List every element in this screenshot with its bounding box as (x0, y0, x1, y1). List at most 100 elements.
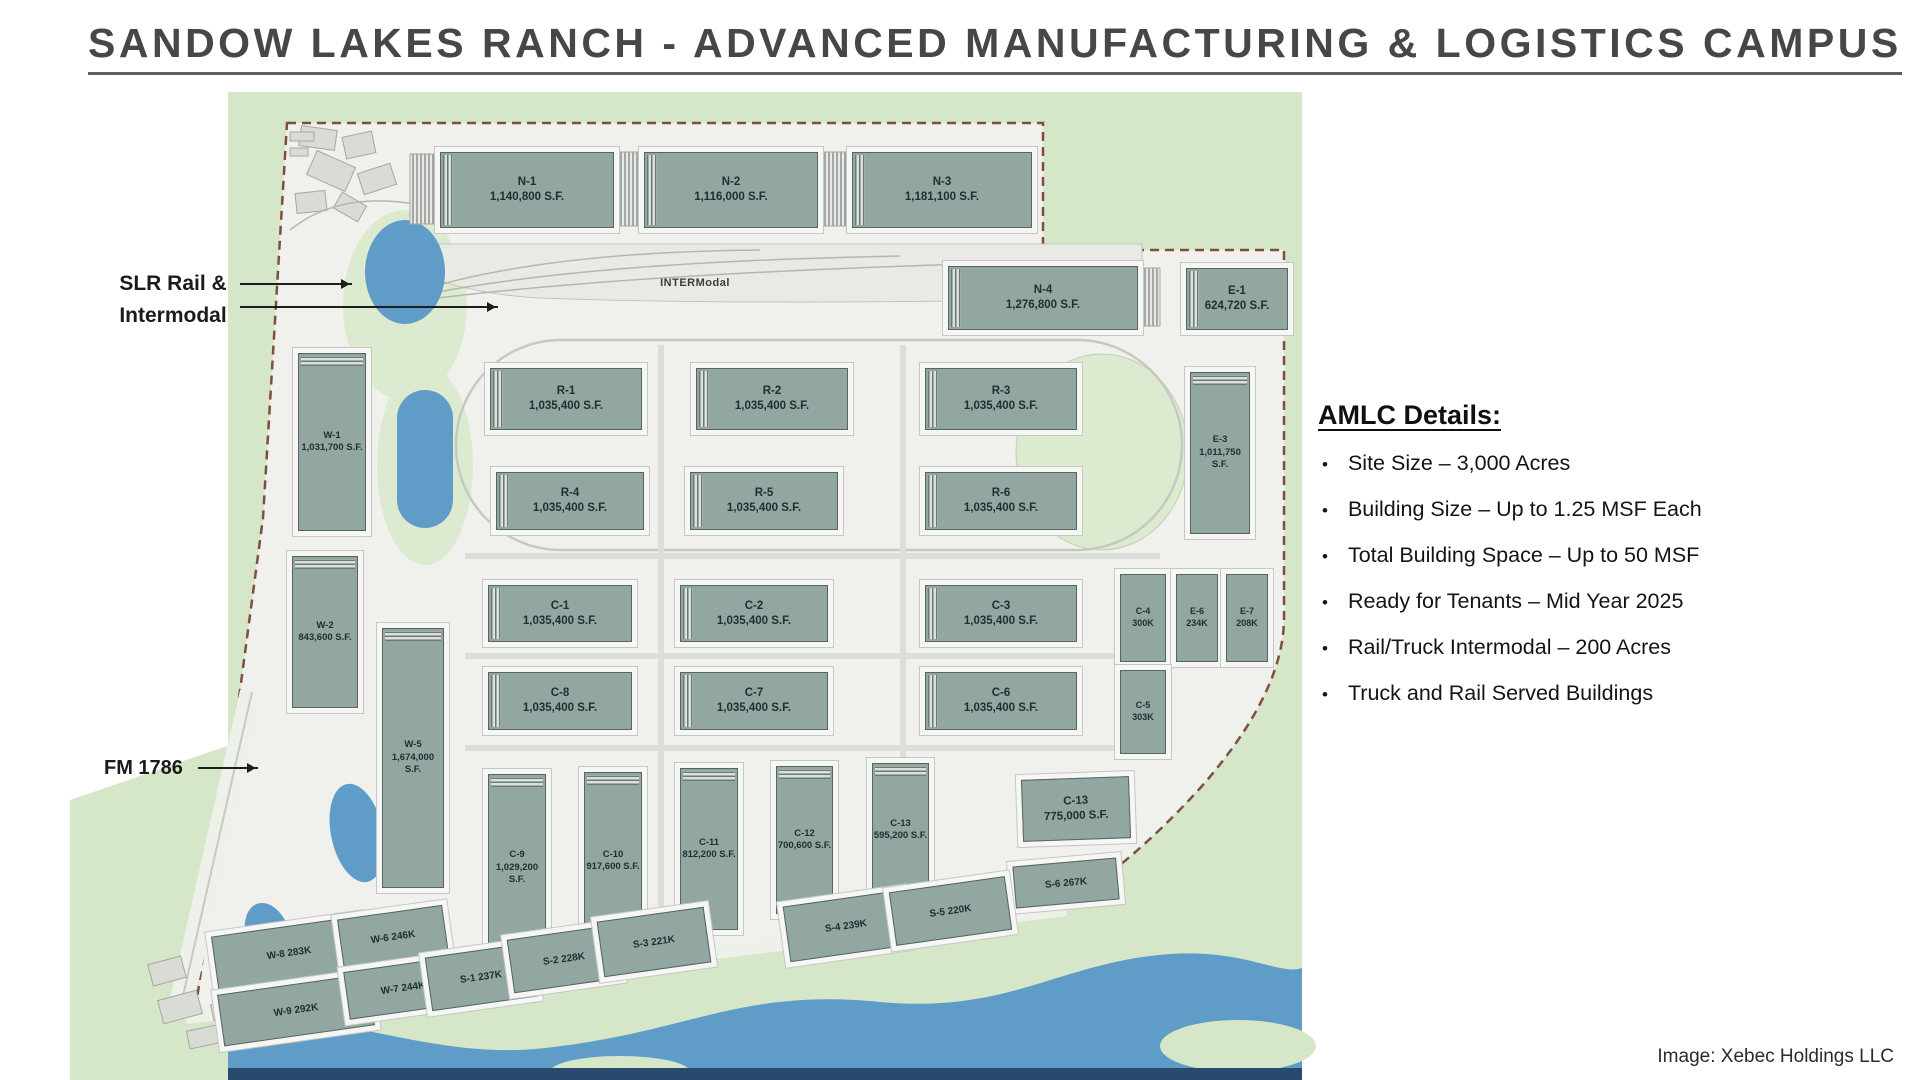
building-id: C-13 (890, 817, 911, 829)
building-sf: 1,035,400 S.F. (522, 702, 598, 714)
bullet-icon: • (1322, 685, 1328, 704)
building-id: C-13 (1063, 794, 1089, 808)
building-id: C-10 (602, 848, 624, 860)
building-id: C-1 (550, 599, 570, 612)
amlc-details-heading: AMLC Details: (1318, 400, 1502, 430)
building-id: C-4 (1135, 606, 1151, 617)
building-sf: 234K (1186, 618, 1208, 628)
rail-dock-slivers (409, 151, 1161, 327)
detail-bullet: •Ready for Tenants – Mid Year 2025 (1322, 589, 1798, 614)
building-r-3: R-3 1,035,400 S.F. (925, 368, 1077, 430)
building-sf: 1,116,000 S.F. (694, 191, 768, 203)
slr-rail-arrow-icon (240, 278, 352, 289)
building-sf: 300K (1132, 618, 1154, 628)
building-id: R-6 (991, 487, 1011, 500)
building-sf: 775,000 S.F. (1043, 808, 1109, 824)
image-credit: Image: Xebec Holdings LLC (1657, 1046, 1894, 1067)
building-id: R-3 (991, 385, 1011, 398)
building-sf: 303K (1132, 712, 1154, 722)
rail-curve (414, 249, 761, 293)
building-label: S-2 228K (542, 950, 586, 968)
building-id: E-1 (1228, 285, 1246, 298)
building-s-6: S-6 267K (1012, 857, 1120, 909)
building-sf: 1,031,700 S.F. (301, 442, 363, 453)
building-c-8: C-8 1,035,400 S.F. (488, 672, 632, 730)
building-id: E-3 (1212, 434, 1228, 446)
building-sf: 1,011,750 S.F. (1199, 446, 1241, 471)
northwest-structures (289, 125, 421, 231)
building-id: E-7 (1239, 606, 1254, 617)
detail-bullet: •Rail/Truck Intermodal – 200 Acres (1322, 635, 1798, 660)
bullet-icon: • (1322, 639, 1328, 658)
slr-rail-label-line2: Intermodal (119, 303, 227, 327)
building-sf: 917,600 S.F. (586, 861, 640, 872)
building-sf: 1,035,400 S.F. (734, 400, 810, 412)
slr-rail-label: SLR Rail & Intermodal (98, 268, 248, 331)
detail-bullet: • Truck and Rail Served Buildings (1322, 681, 1798, 706)
building-id: R-1 (556, 385, 576, 398)
bullet-text: Truck and Rail Served Buildings (1347, 681, 1654, 705)
bullet-text: Total Building Space – Up to 50 MSF (1347, 543, 1700, 567)
building-id: C-5 (1135, 700, 1151, 711)
building-sf: 1,035,400 S.F. (963, 400, 1039, 412)
detail-bullet: •Site Size – 3,000 Acres (1322, 451, 1798, 476)
building-id: C-8 (550, 687, 570, 700)
slr-intermodal-arrow-icon (240, 301, 498, 312)
page-title: SANDOW LAKES RANCH - ADVANCED MANUFACTUR… (88, 20, 1902, 75)
building-sf: 1,035,400 S.F. (716, 702, 792, 714)
building-id: E-6 (1189, 606, 1204, 617)
building-id: R-5 (754, 487, 774, 500)
rail-curve (417, 255, 901, 297)
building-sf: 1,140,800 S.F. (489, 191, 565, 203)
bullet-text: Site Size – 3,000 Acres (1347, 451, 1571, 475)
building-r-1: R-1 1,035,400 S.F. (490, 368, 642, 430)
building-label: S-4 239K (824, 917, 868, 935)
pond (365, 220, 445, 324)
loop-road (454, 338, 1184, 552)
bullet-icon: • (1322, 501, 1328, 520)
detail-bullet: •Total Building Space – Up to 50 MSF (1322, 543, 1798, 568)
building-id: N-3 (932, 176, 952, 189)
building-sf: 1,035,400 S.F. (522, 614, 598, 627)
building-id: C-6 (991, 687, 1011, 700)
detail-bullet: •Building Size – Up to 1.25 MSF Each (1322, 497, 1798, 522)
building-label: W-9 292K (273, 1001, 319, 1019)
pond (397, 390, 453, 528)
fm-1786-arrow-icon (198, 762, 258, 773)
building-n-1: N-1 1,140,800 S.F. (440, 152, 614, 228)
building-sf: 812,200 S.F. (682, 849, 736, 860)
river (228, 953, 1302, 1080)
building-sf: 843,600 S.F. (298, 632, 352, 643)
building-sf: 1,035,400 S.F. (528, 400, 604, 412)
building-sf: 1,035,400 S.F. (963, 702, 1039, 714)
building-id: C-3 (991, 599, 1011, 612)
amlc-details-list: •Site Size – 3,000 Acres•Building Size –… (1318, 451, 1798, 706)
slr-rail-label-line1: SLR Rail & (119, 272, 227, 295)
building-id: N-1 (517, 176, 537, 189)
fm-1786-road-line (177, 691, 253, 1019)
building-id: C-12 (794, 827, 815, 839)
building-sf: 208K (1236, 618, 1258, 628)
building-label: S-3 221K (632, 933, 676, 951)
building-label: W-6 246K (370, 928, 416, 946)
